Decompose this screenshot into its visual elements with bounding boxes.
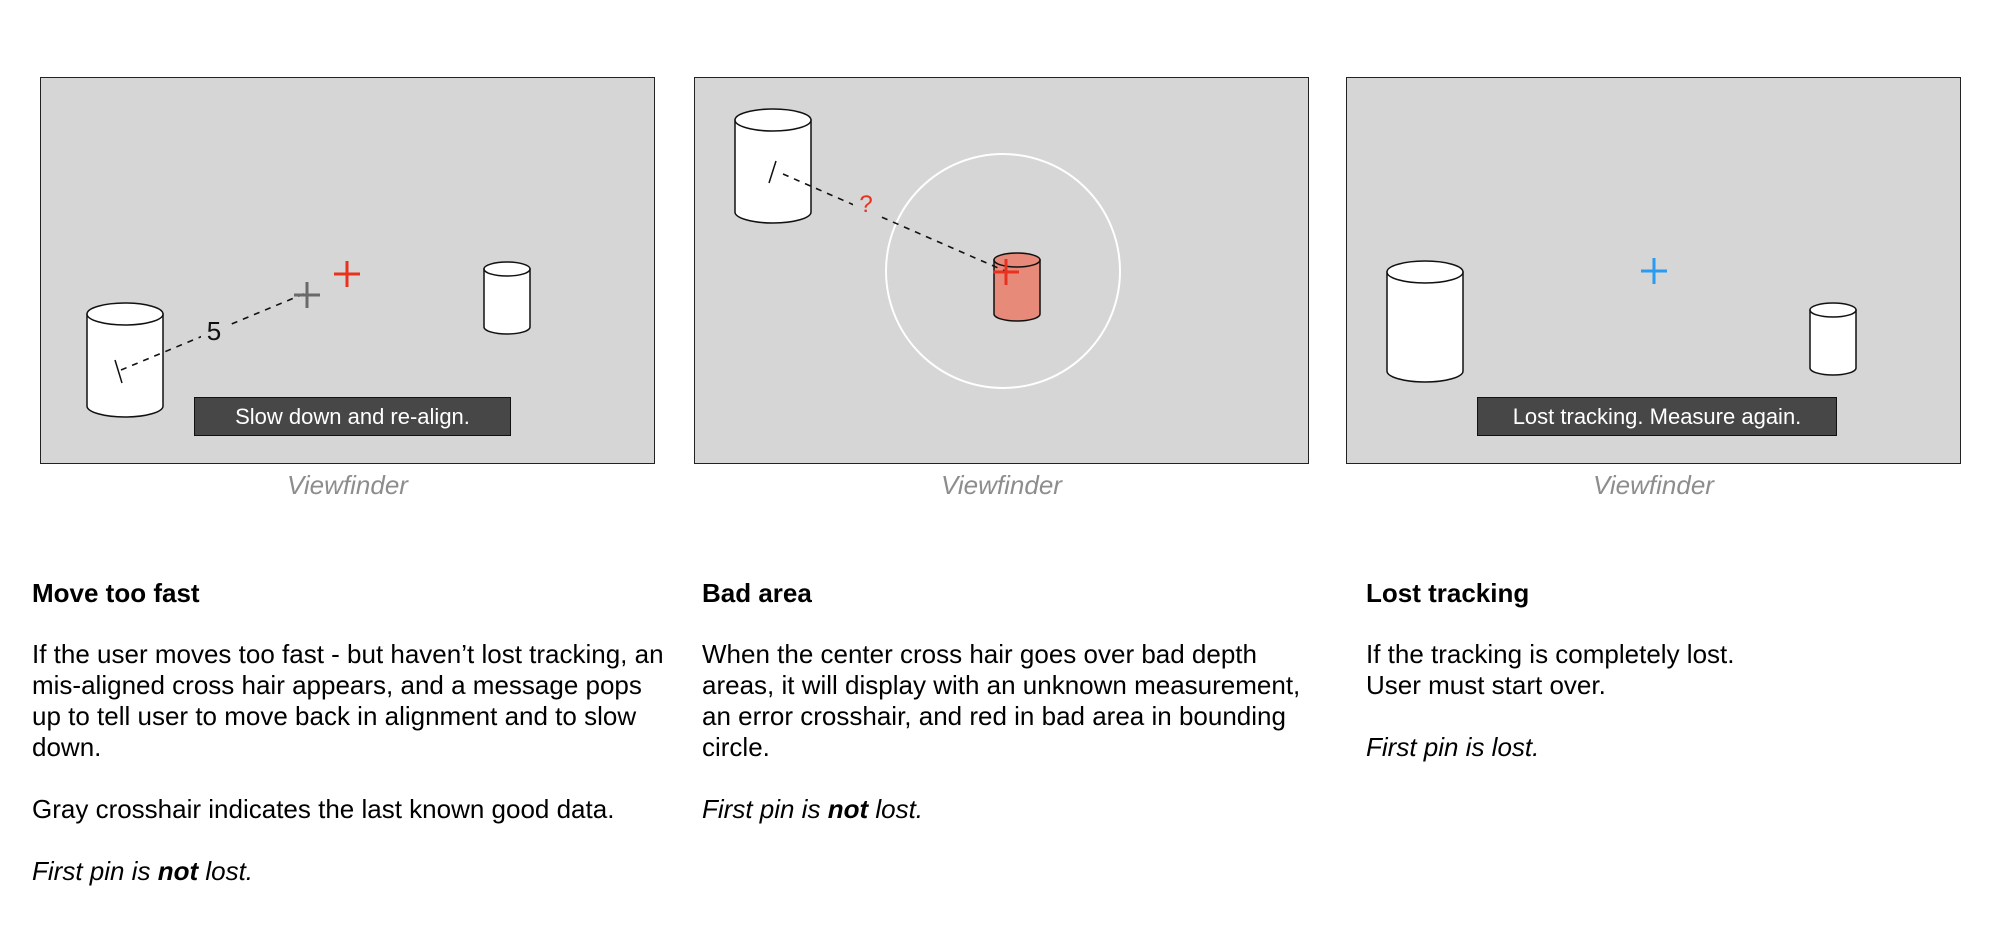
description-text: When the center cross hair goes over bad…: [702, 639, 1301, 762]
section-title: Bad area: [702, 578, 812, 608]
unknown-measurement-label: ?: [859, 191, 872, 218]
misaligned-crosshair-icon: [334, 261, 360, 287]
last-good-crosshair-icon: [294, 282, 320, 308]
cylinder-object-icon: [483, 261, 531, 335]
description-text: If the tracking is completely lost. User…: [1366, 639, 1735, 700]
cylinder-object-icon: [1809, 302, 1857, 376]
pin-status-note: First pin is not lost.: [32, 856, 254, 886]
error-crosshair-icon: [993, 259, 1019, 285]
viewfinder-scene: ?: [734, 108, 1121, 389]
viewfinder-caption: Viewfinder: [287, 470, 408, 500]
pin-marker-icon: [114, 359, 123, 384]
viewfinder-caption: Viewfinder: [1593, 470, 1714, 500]
viewfinder-lost-tracking: Lost tracking. Measure again.: [1346, 77, 1961, 464]
bad-area-cylinder-icon: [993, 252, 1041, 322]
cylinder-object-icon: [1386, 260, 1464, 383]
description-move-too-fast: Move too fast If the user moves too fast…: [32, 578, 672, 918]
cylinder-object-icon: [734, 108, 812, 224]
cylinder-object-icon: [86, 302, 164, 418]
pin-status-note: First pin is not lost.: [702, 794, 924, 824]
viewfinder-bad-area: ?: [694, 77, 1309, 464]
toast-message: Lost tracking. Measure again.: [1477, 397, 1837, 436]
measure-line: [782, 173, 1006, 272]
bounding-circle-icon: [885, 153, 1121, 389]
distance-label: 5: [207, 316, 221, 346]
description-lost-tracking: Lost tracking If the tracking is complet…: [1366, 578, 1966, 794]
section-title: Lost tracking: [1366, 578, 1530, 608]
description-bad-area: Bad area When the center cross hair goes…: [702, 578, 1302, 856]
description-text: If the user moves too fast - but haven’t…: [32, 639, 664, 762]
viewfinder-caption: Viewfinder: [941, 470, 1062, 500]
viewfinder-move-too-fast: 5 Slow down and re-align.: [40, 77, 655, 464]
viewfinder-scene: [1386, 258, 1857, 383]
crosshair-icon: [1641, 258, 1667, 284]
viewfinder-scene: 5: [86, 261, 531, 418]
section-title: Move too fast: [32, 578, 200, 608]
description-text: Gray crosshair indicates the last known …: [32, 794, 615, 824]
pin-marker-icon: [768, 160, 777, 184]
toast-message: Slow down and re-align.: [194, 397, 511, 436]
pin-status-note: First pin is lost.: [1366, 732, 1540, 762]
